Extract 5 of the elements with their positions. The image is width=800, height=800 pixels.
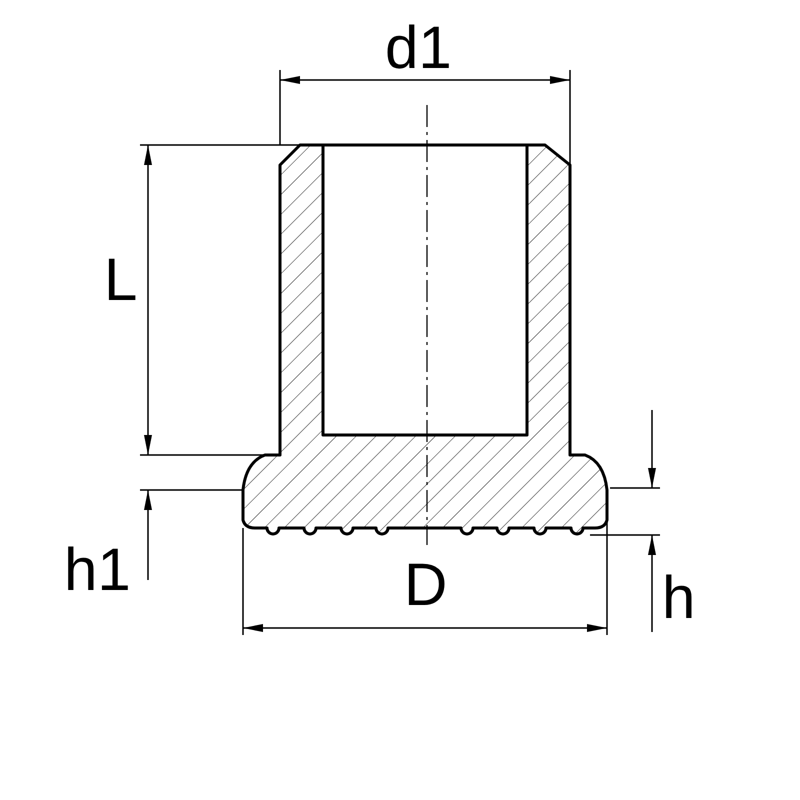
dimension-label: D [404, 555, 448, 615]
dimension-label: h [662, 568, 696, 628]
dimension-label: d1 [385, 18, 452, 78]
dimension-label: h1 [64, 540, 131, 600]
dimension-label: L [104, 250, 138, 310]
